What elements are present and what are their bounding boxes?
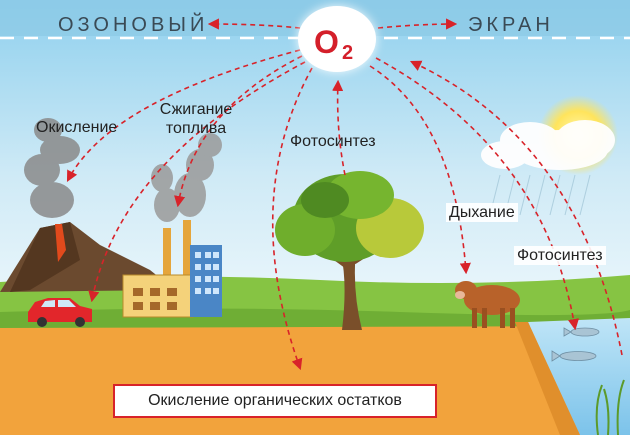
rain-lines	[489, 174, 591, 216]
arrow-to-volcano	[66, 49, 301, 182]
water	[528, 318, 630, 435]
factory	[122, 220, 222, 318]
volcano-smoke	[24, 118, 80, 218]
tree	[275, 171, 424, 330]
arrow-to-car	[88, 61, 306, 303]
banner-ozone-right: ЭКРАН	[468, 14, 554, 36]
label-respiration: Дыхание	[446, 203, 518, 222]
organic-residue-oxidation-box: Окисление органических остатков	[113, 384, 437, 418]
banner-ozone-left: ОЗОНОВЫЙ	[58, 14, 209, 36]
car	[28, 298, 92, 327]
water-plants	[595, 379, 625, 436]
label-photosynthesis-water: Фотосинтез	[514, 246, 606, 265]
oxygen-bubble: O 2	[298, 6, 376, 72]
arrow-from-water	[409, 60, 623, 356]
label-fuel-burning: Сжигание топлива	[157, 100, 235, 138]
cloud	[481, 120, 615, 170]
oxygen-subscript: 2	[342, 42, 354, 64]
label-oxidation: Окисление	[36, 119, 118, 136]
arrow-to-ground	[271, 67, 313, 371]
oxygen-symbol: O	[314, 24, 339, 60]
arrow-to-factory	[174, 55, 303, 208]
label-photosynthesis-tree: Фотосинтез	[290, 133, 376, 150]
arrow-to-cow	[369, 65, 471, 275]
label-fuel-burning-line2: топлива	[165, 120, 227, 137]
arrow-to-ozone-right	[377, 18, 458, 30]
cow	[455, 281, 520, 328]
arrows	[66, 18, 623, 371]
water-bank	[515, 322, 580, 435]
arrow-to-fish	[375, 57, 580, 331]
label-fuel-burning-line1: Сжигание	[159, 101, 233, 118]
lava	[55, 224, 66, 262]
arrow-from-tree	[332, 79, 346, 176]
